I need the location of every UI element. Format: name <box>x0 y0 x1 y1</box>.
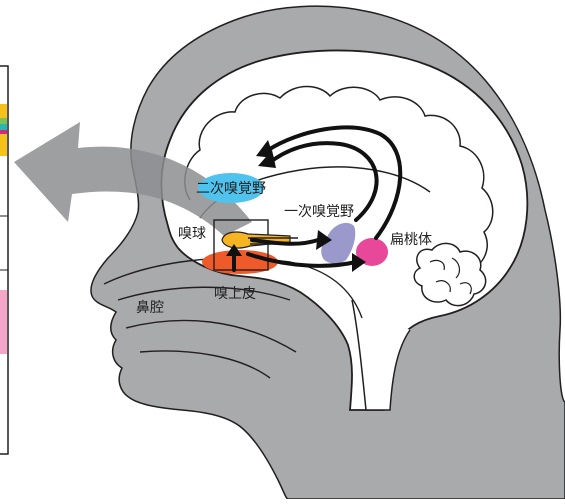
inset-strip-green <box>0 118 7 124</box>
label-olfactory-bulb: 嗅球 <box>178 226 206 242</box>
inset-strip-pink <box>0 290 7 354</box>
inset-strip-yellow <box>0 104 7 118</box>
inset-panel <box>0 66 8 454</box>
label-amygdala: 扁桃体 <box>390 232 432 248</box>
inset-strip-yellow-2 <box>0 134 7 156</box>
label-secondary-cortex: 二次嗅覚野 <box>196 181 266 197</box>
inset-strip-magenta <box>0 130 7 134</box>
label-primary-cortex: 一次嗅覚野 <box>284 204 354 220</box>
label-nasal-cavity: 鼻腔 <box>136 299 164 316</box>
label-olfactory-epithelium: 嗅上皮 <box>214 286 256 302</box>
inset-strip-teal <box>0 124 7 130</box>
